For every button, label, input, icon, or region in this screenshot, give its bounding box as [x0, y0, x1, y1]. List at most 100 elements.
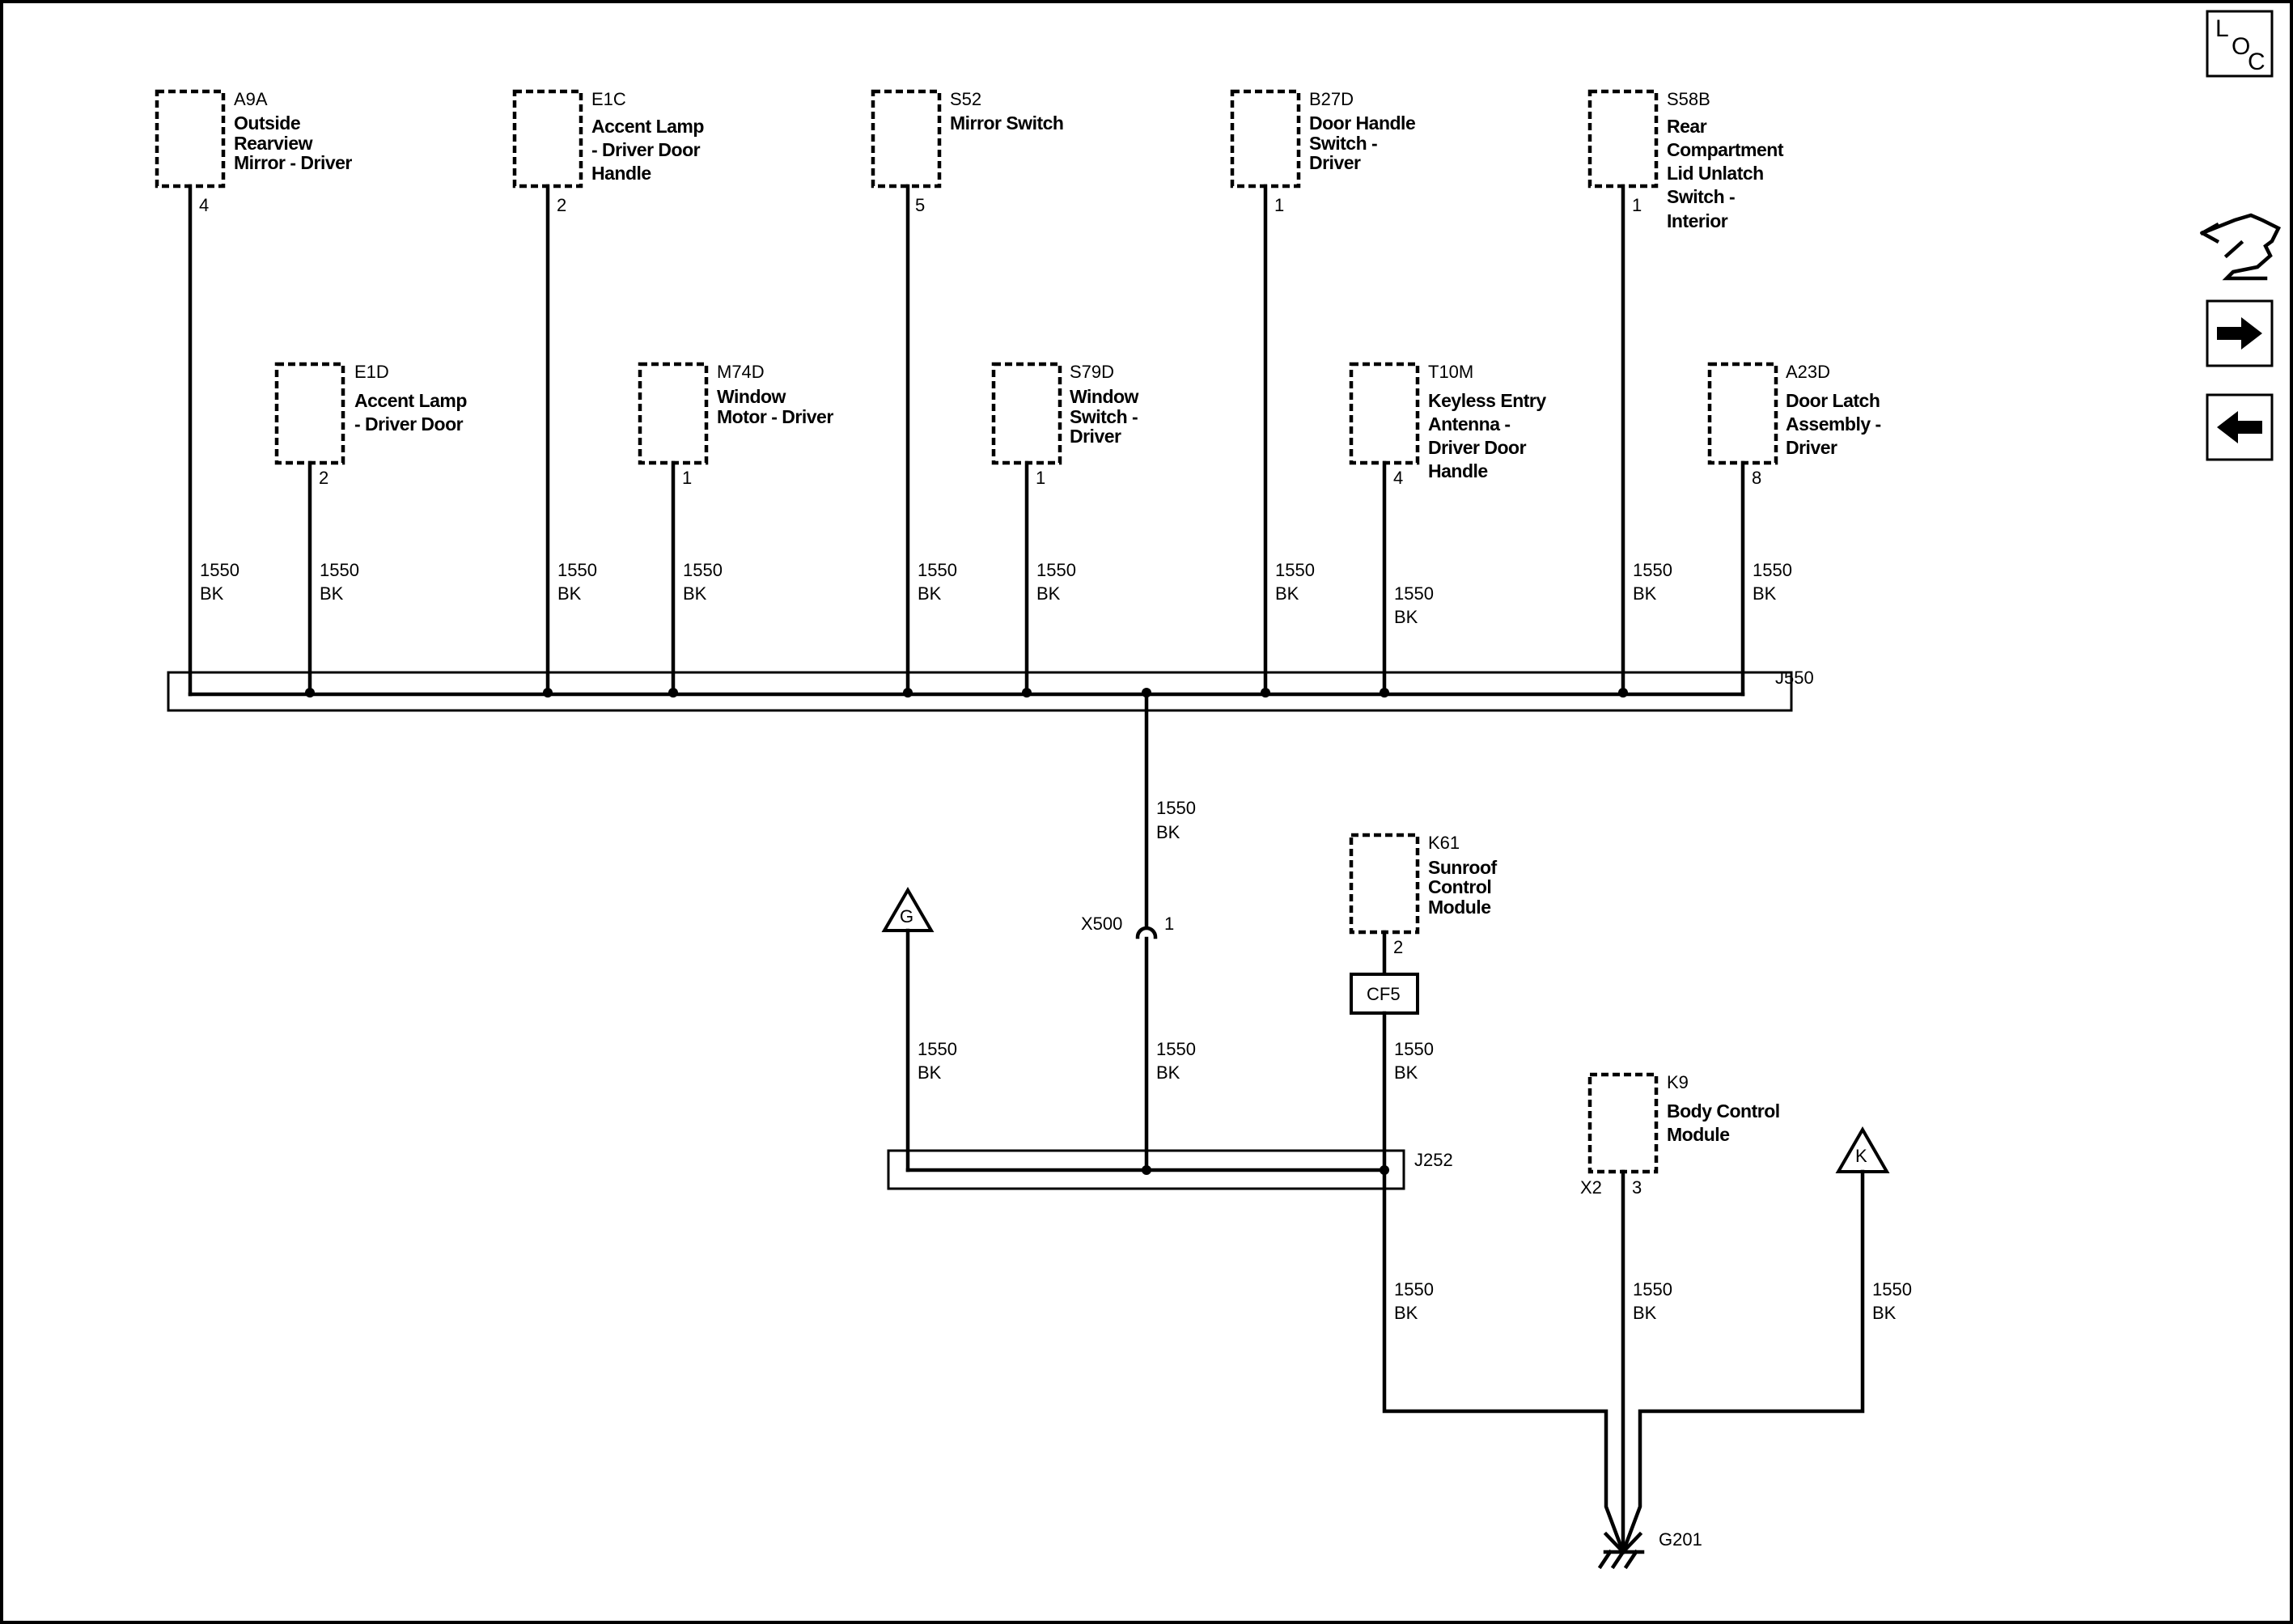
component-name-line: Module [1428, 897, 1491, 918]
component-k61: K61 Sunroof Control Module 2 [1349, 833, 1498, 977]
component-name-line: - Driver Door [354, 413, 464, 435]
harness-connector-icon[interactable] [2199, 213, 2282, 281]
component-id: E1D [354, 362, 389, 382]
wire-number: 1550 [1872, 1279, 1912, 1300]
component-name-line: Window [717, 386, 786, 407]
component-s58b: S58B Rear Compartment Lid Unlatch Switch… [1587, 89, 1784, 231]
wire-color: BK [1872, 1303, 1897, 1323]
svg-text:L: L [2215, 15, 2229, 42]
component-id: K61 [1428, 833, 1460, 853]
component-e1d: E1D Accent Lamp - Driver Door 2 [274, 362, 468, 488]
wire-color: BK [320, 583, 344, 604]
pin-number: 2 [557, 195, 566, 215]
connector-id: X2 [1580, 1177, 1602, 1198]
wires-to-j550 [188, 184, 1745, 697]
component-name-line: - Driver Door [591, 139, 701, 160]
component-name-line: Sunroof [1428, 857, 1497, 878]
offpage-connector-k[interactable]: K 1550 BK [1621, 1126, 1912, 1554]
pin-number: 4 [199, 195, 209, 215]
splice-label: J252 [1414, 1150, 1453, 1170]
component-name-line: Switch - [1070, 406, 1138, 427]
component-id: A23D [1786, 362, 1830, 382]
component-name-line: Accent Lamp [591, 116, 704, 137]
wire-number: 1550 [1394, 1279, 1434, 1300]
component-name-line: Antenna - [1428, 413, 1511, 435]
component-name-line: Module [1667, 1124, 1730, 1145]
component-name-line: Interior [1667, 210, 1728, 231]
wire-number: 1550 [1633, 560, 1672, 580]
wire-number: 1550 [320, 560, 359, 580]
wire-number: 1550 [1753, 560, 1792, 580]
pin-number: 1 [682, 468, 692, 488]
component-name-line: Driver [1786, 437, 1837, 458]
component-id: E1C [591, 89, 626, 109]
wire-color: BK [1633, 583, 1657, 604]
pin-number: 1 [1274, 195, 1284, 215]
wire-color: BK [918, 583, 942, 604]
wire-color: BK [1156, 1062, 1180, 1083]
wire-number: 1550 [1156, 798, 1196, 818]
wire-color: BK [1036, 583, 1061, 604]
splice-j252: J252 [887, 1149, 1453, 1190]
ground-wire-left: 1550 BK [1382, 1168, 1625, 1554]
wire-number: 1550 [1394, 1039, 1434, 1059]
svg-text:K: K [1855, 1146, 1867, 1166]
wire-number: 1550 [1633, 1279, 1672, 1300]
arrow-right-icon[interactable] [2206, 299, 2274, 367]
wire-number: 1550 [1275, 560, 1315, 580]
splice-label: J550 [1775, 668, 1814, 688]
component-name-line: Switch - [1309, 133, 1377, 154]
offpage-connector-g[interactable]: G 1550 BK [881, 887, 957, 1172]
component-name-line: Lid Unlatch [1667, 163, 1764, 184]
wire-color: BK [1275, 583, 1299, 604]
component-name-line: Rear [1667, 116, 1707, 137]
component-name-line: Driver [1309, 152, 1361, 173]
component-name-line: Switch - [1667, 186, 1735, 207]
pin-number: 8 [1752, 468, 1761, 488]
component-name-line: Compartment [1667, 139, 1784, 160]
inline-connector-pin: 1 [1164, 914, 1174, 934]
component-name-line: Mirror Switch [950, 112, 1063, 134]
component-a23d: A23D Door Latch Assembly - Driver 8 [1707, 362, 1881, 488]
wire-number: 1550 [683, 560, 723, 580]
arrow-left-icon[interactable] [2206, 393, 2274, 461]
component-name-line: Handle [591, 163, 651, 184]
ground-symbol-icon: G201 [1597, 1529, 1702, 1570]
component-s79d: S79D Window Switch - Driver 1 [991, 362, 1139, 488]
pin-number: 3 [1632, 1177, 1642, 1198]
wire-color: BK [918, 1062, 942, 1083]
pin-number: 1 [1632, 195, 1642, 215]
wire-number: 1550 [1036, 560, 1076, 580]
pin-number: 2 [1393, 937, 1403, 957]
wire-number: 1550 [1156, 1039, 1196, 1059]
wire-number: 1550 [918, 560, 957, 580]
component-id: T10M [1428, 362, 1473, 382]
component-id: S58B [1667, 89, 1710, 109]
component-name-line: Driver [1070, 426, 1121, 447]
pin-number: 2 [319, 468, 328, 488]
pin-number: 5 [915, 195, 925, 215]
component-name-line: Door Handle [1309, 112, 1415, 134]
wire-color: BK [200, 583, 224, 604]
component-name-line: Outside [234, 112, 300, 134]
component-name-line: Control [1428, 876, 1491, 897]
wire-color: BK [557, 583, 582, 604]
component-id: K9 [1667, 1072, 1689, 1092]
component-name-line: Motor - Driver [717, 406, 833, 427]
splice-j550: J550 [167, 668, 1814, 712]
component-name-line: Driver Door [1428, 437, 1527, 458]
component-id: B27D [1309, 89, 1354, 109]
fuse-block-cf5: CF5 1550 BK [1350, 973, 1434, 1174]
component-t10m: T10M Keyless Entry Antenna - Driver Door… [1349, 362, 1547, 488]
wire-color: BK [1753, 583, 1777, 604]
component-name-line: Mirror - Driver [234, 152, 352, 173]
component-id: S52 [950, 89, 981, 109]
wire-color: BK [1394, 1062, 1418, 1083]
component-name-line: Accent Lamp [354, 390, 467, 411]
component-name-line: Keyless Entry [1428, 390, 1546, 411]
wire-color: BK [1633, 1303, 1657, 1323]
location-icon[interactable]: L O C [2206, 10, 2274, 78]
svg-text:C: C [2248, 49, 2265, 75]
pin-number: 1 [1036, 468, 1045, 488]
